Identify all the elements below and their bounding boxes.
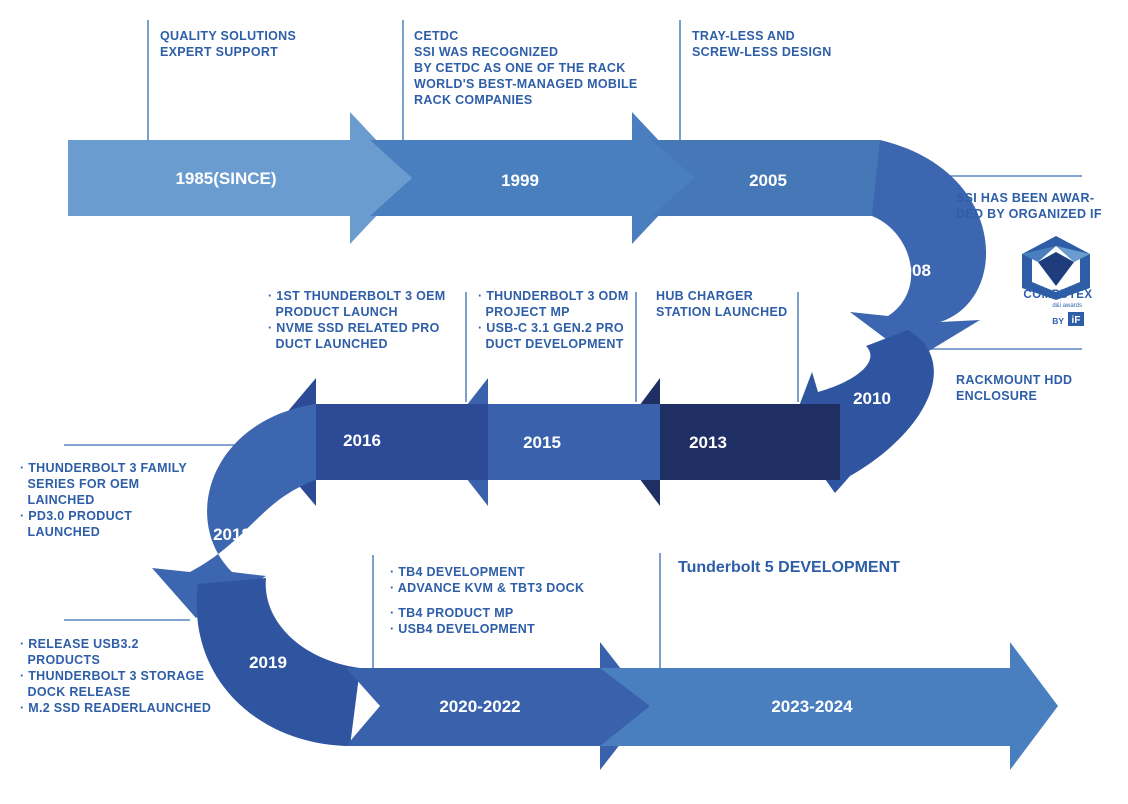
note-line: · PD3.0 PRODUCT [20, 509, 133, 523]
year-1999: 1999 [501, 171, 539, 190]
note-line: QUALITY SOLUTIONS [160, 29, 297, 43]
note-line: WORLD'S BEST-MANAGED MOBILE [414, 77, 638, 91]
year-2020-2022: 2020-2022 [439, 697, 520, 716]
note-line: EXPERT SUPPORT [160, 45, 279, 59]
note-line: STATION LAUNCHED [656, 305, 788, 319]
curve-2018 [152, 404, 316, 618]
year-2010: 2010 [853, 389, 891, 408]
note-2005: TRAY-LESS AND SCREW-LESS DESIGN [692, 28, 832, 60]
note-line: · TB4 DEVELOPMENT [390, 565, 525, 579]
note-line: BY CETDC AS ONE OF THE RACK [414, 61, 626, 75]
note-line: · USB-C 3.1 GEN.2 PRO [478, 321, 624, 335]
note-line: LAINCHED [20, 493, 95, 507]
note-2019: · RELEASE USB3.2 PRODUCTS · THUNDERBOLT 3… [20, 636, 211, 716]
arrow-2013 [612, 378, 840, 506]
note-line: · RELEASE USB3.2 [20, 637, 139, 651]
note-2020-mp: · TB4 PRODUCT MP · USB4 DEVELOPMENT [390, 605, 535, 637]
note-line: · M.2 SSD READERLAUNCHED [20, 701, 212, 715]
curve-2008 [850, 140, 987, 360]
note-line: · NVME SSD RELATED PRO [268, 321, 440, 335]
note-line: DOCK RELEASE [20, 685, 131, 699]
note-2018: · THUNDERBOLT 3 FAMILY SERIES FOR OEM LA… [20, 460, 187, 540]
if-badge-icon [1068, 312, 1084, 326]
if-badge-text: iF [1072, 315, 1081, 326]
year-2018: 2018 [213, 525, 251, 544]
year-2015: 2015 [523, 433, 561, 452]
note-2020-dev: · TB4 DEVELOPMENT · ADVANCE KVM & TBT3 DO… [390, 564, 584, 596]
logo-by: BY [1052, 316, 1064, 326]
year-2013: 2013 [689, 433, 727, 452]
year-1985: 1985(SINCE) [175, 169, 276, 188]
note-line: RACK COMPANIES [414, 93, 533, 107]
note-line: PROJECT MP [478, 305, 570, 319]
arrow-2020 [346, 642, 650, 770]
computex-emblem-icon [1022, 236, 1090, 300]
note-2016: · 1ST THUNDERBOLT 3 OEM PRODUCT LAUNCH · … [268, 288, 446, 352]
note-line: · THUNDERBOLT 3 STORAGE [20, 669, 205, 683]
note-line: SSI HAS BEEN AWAR- [956, 191, 1095, 205]
note-line: ENCLOSURE [956, 389, 1038, 403]
note-line: CETDC [414, 29, 459, 43]
note-line: PRODUCT LAUNCH [268, 305, 398, 319]
note-line: DED BY ORGANIZED IF [956, 207, 1102, 221]
note-line: SCREW-LESS DESIGN [692, 45, 832, 59]
year-2005: 2005 [749, 171, 787, 190]
note-line: · TB4 PRODUCT MP [390, 606, 514, 620]
note-line: · USB4 DEVELOPMENT [390, 622, 535, 636]
note-2023: Tunderbolt 5 DEVELOPMENT [678, 559, 900, 576]
note-2008: SSI HAS BEEN AWAR- DED BY ORGANIZED IF [956, 190, 1102, 222]
arrow-1985 [68, 112, 412, 244]
note-2015: · THUNDERBOLT 3 ODM PROJECT MP · USB-C 3.… [478, 288, 629, 352]
year-2016: 2016 [343, 431, 381, 450]
note-line: · 1ST THUNDERBOLT 3 OEM [268, 289, 446, 303]
year-2019: 2019 [249, 653, 287, 672]
note-line: DUCT LAUNCHED [268, 337, 388, 351]
curve-2019 [196, 578, 360, 746]
note-line: RACKMOUNT HDD [956, 373, 1073, 387]
arrow-2005 [652, 140, 880, 216]
note-2013: HUB CHARGER STATION LAUNCHED [656, 288, 787, 320]
note-line: DUCT DEVELOPMENT [478, 337, 624, 351]
computex-wordmark: COMPUTEX [1023, 289, 1092, 301]
note-line: TRAY-LESS AND [692, 29, 795, 43]
note-line: SERIES FOR OEM [20, 477, 140, 491]
arrow-2023 [600, 642, 1058, 770]
arrow-1999 [370, 112, 694, 244]
note-line: · ADVANCE KVM & TBT3 DOCK [390, 581, 585, 595]
year-2023-2024: 2023-2024 [771, 697, 853, 716]
arrow-2015 [438, 378, 660, 506]
computex-sub: d&i awards [1052, 303, 1082, 309]
note-line: SSI WAS RECOGNIZED [414, 45, 559, 59]
computex-logo: COMPUTEX d&i awards BY iF [1022, 236, 1092, 326]
note-1999: CETDC SSI WAS RECOGNIZED BY CETDC AS ONE O… [414, 28, 638, 108]
note-line: · THUNDERBOLT 3 ODM [478, 289, 629, 303]
note-line: PRODUCTS [20, 653, 101, 667]
year-2008: 2008 [893, 261, 931, 280]
note-line: · THUNDERBOLT 3 FAMILY [20, 461, 188, 475]
note-line: LAUNCHED [20, 525, 101, 539]
note-2010: RACKMOUNT HDD ENCLOSURE [956, 372, 1072, 404]
note-line: HUB CHARGER [656, 289, 754, 303]
arrow-2016 [262, 378, 488, 506]
note-1985: QUALITY SOLUTIONS EXPERT SUPPORT [160, 28, 296, 60]
